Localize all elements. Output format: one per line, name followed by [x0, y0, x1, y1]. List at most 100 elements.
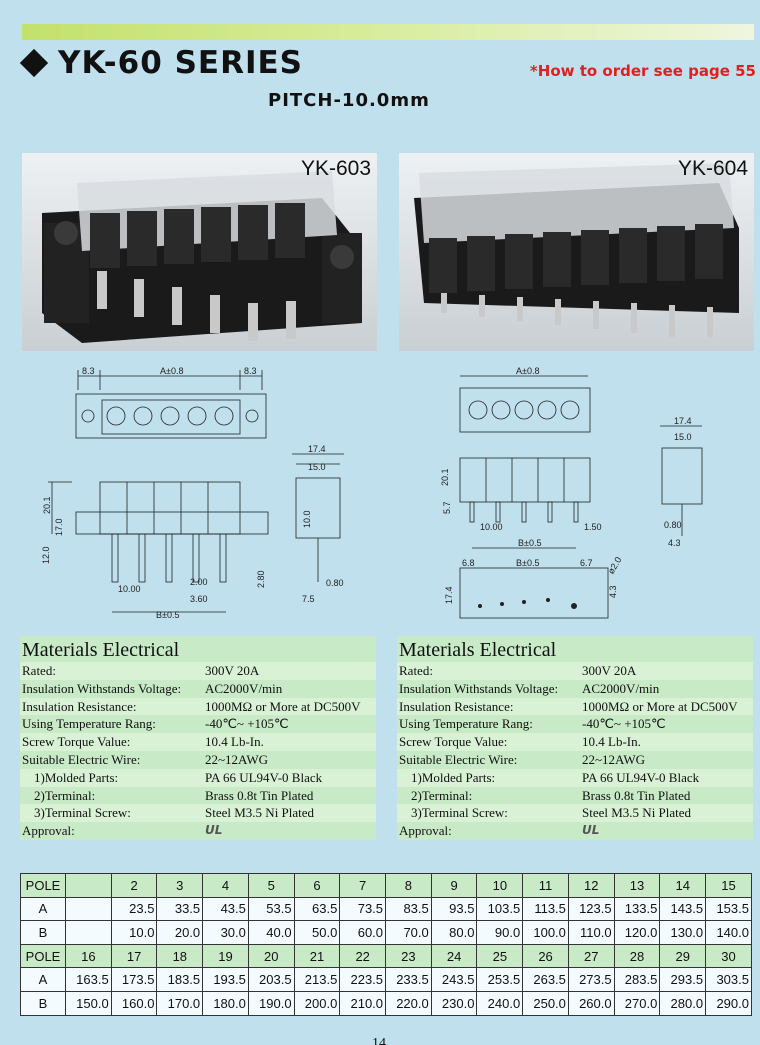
table-cell: 133.5	[613, 896, 661, 922]
table-cell: 50.0	[293, 920, 341, 945]
table-cell: 26	[522, 943, 569, 969]
table-cell: 14	[659, 873, 707, 898]
spec-panel-left: Materials Electrical Rated:300V 20A Insu…	[20, 636, 376, 840]
row-header-cell: A	[20, 967, 66, 992]
dim-0-80: 0.80	[326, 578, 344, 588]
table-cell: 200.0	[293, 990, 341, 1016]
table-cell: 110.0	[567, 920, 615, 945]
ul-approval-icon: UL	[582, 823, 600, 838]
spec-row: Screw Torque Value:10.4 Lb-In.	[397, 733, 753, 751]
table-cell: 303.5	[705, 967, 752, 992]
spec-row: Suitable Electric Wire:22~12AWG	[399, 751, 646, 767]
table-cell: 12	[567, 873, 615, 898]
pcb-dim-6-8: 6.8	[462, 558, 475, 568]
dim-10-00: 10.00	[118, 584, 141, 594]
dim-b: B±0.5	[156, 610, 179, 620]
table-cell: 9	[430, 873, 478, 898]
table-cell: 150.0	[65, 990, 112, 1016]
table-cell: 203.5	[247, 967, 295, 992]
table-cell: 240.0	[476, 990, 524, 1016]
table-cell: 213.5	[293, 967, 341, 992]
dim-a: A±0.8	[516, 366, 539, 376]
table-cell: 280.0	[659, 990, 707, 1016]
pcb-dim-hole: ø2.0	[606, 555, 624, 576]
table-cell: 270.0	[613, 990, 661, 1016]
spec-row: Insulation Resistance:1000MΩ or More at …	[20, 697, 376, 716]
dim-height: 20.1	[440, 468, 450, 486]
table-cell: 18	[156, 943, 204, 969]
table-cell	[65, 873, 112, 898]
spec-row: Rated:300V 20A	[20, 662, 376, 680]
table-cell: 123.5	[567, 896, 615, 922]
dim-17-4: 17.4	[308, 444, 326, 454]
table-cell: 140.0	[705, 920, 752, 945]
table-cell: 230.0	[430, 990, 478, 1016]
table-cell: 223.5	[339, 967, 387, 992]
spec-row: Screw Torque Value:10.4 Lb-In.	[20, 733, 376, 751]
row-header-cell: B	[20, 990, 66, 1016]
table-cell: 160.0	[110, 990, 158, 1016]
table-cell: 173.5	[110, 967, 158, 992]
dim-17-4: 17.4	[674, 416, 692, 426]
dim-height: 20.1	[42, 496, 52, 514]
table-cell: 80.0	[430, 920, 478, 945]
dim-1-50: 1.50	[584, 522, 602, 532]
photo-yk-603: YK-603	[22, 153, 377, 351]
row-header-cell: POLE	[20, 873, 66, 898]
table-cell: 250.0	[522, 990, 569, 1016]
dim-0-80: 0.80	[664, 520, 682, 530]
table-cell: 143.5	[659, 896, 707, 922]
spec-row: Insulation Withstands Voltage:AC2000V/mi…	[399, 680, 660, 696]
table-cell: 93.5	[430, 896, 478, 922]
photo-label-yk-603: YK-603	[300, 157, 371, 180]
pcb-dim-6-7: 6.7	[580, 558, 593, 568]
table-cell: 19	[202, 943, 249, 969]
spec-heading: Materials Electrical	[20, 636, 376, 662]
table-cell: 4	[202, 873, 249, 898]
table-cell: 113.5	[522, 896, 569, 922]
dim-7-5: 7.5	[302, 594, 315, 604]
photo-yk-604: YK-604	[399, 153, 754, 351]
pitch-label: PITCH-10.0mm	[268, 90, 430, 111]
table-cell: 3	[156, 873, 204, 898]
spec-row: Rated:300V 20A	[397, 662, 753, 680]
table-cell: 180.0	[202, 990, 249, 1016]
table-cell: 25	[476, 943, 524, 969]
spec-row: Using Temperature Rang:-40℃~ +105℃	[22, 716, 289, 732]
row-header-cell: B	[20, 920, 66, 945]
order-note: *How to order see page 55	[529, 62, 756, 80]
table-cell: 73.5	[339, 896, 387, 922]
table-cell: 63.5	[293, 896, 341, 922]
spec-row: 1)Molded Parts:PA 66 UL94V-0 Black	[397, 768, 753, 787]
dim-3-60: 3.60	[190, 594, 208, 604]
table-cell: 193.5	[202, 967, 249, 992]
row-header-cell: A	[20, 896, 66, 922]
dim-4-3: 4.3	[668, 538, 681, 548]
table-cell: 70.0	[385, 920, 432, 945]
row-header-cell: POLE	[20, 943, 66, 969]
table-cell: 290.0	[705, 990, 752, 1016]
drawing-yk-604: A±0.8 20.1 5.7 10.00 1.50 B±0.5 6.8 B±0.…	[440, 366, 703, 619]
table-cell: 170.0	[156, 990, 204, 1016]
header-gradient-bar	[22, 24, 754, 40]
series-title: YK-60 SERIES	[19, 44, 303, 82]
table-cell: 10	[476, 873, 524, 898]
series-title-text: YK-60 SERIES	[58, 45, 303, 81]
table-cell	[65, 896, 112, 922]
table-cell: 83.5	[385, 896, 432, 922]
table-cell: 20	[247, 943, 295, 969]
dim-5-7: 5.7	[442, 501, 452, 514]
table-cell: 40.0	[247, 920, 295, 945]
dim-2-80: 2.80	[256, 570, 266, 588]
table-cell: 11	[522, 873, 569, 898]
spec-row: Approval:UL	[22, 823, 223, 839]
table-cell: 23.5	[110, 896, 158, 922]
table-cell: 273.5	[567, 967, 615, 992]
spec-row: Insulation Withstands Voltage:AC2000V/mi…	[22, 680, 283, 696]
